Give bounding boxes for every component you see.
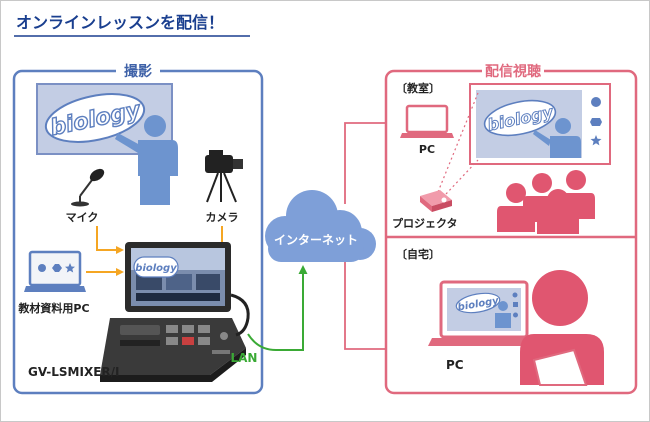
camera-icon <box>205 150 243 203</box>
viewing-label: 配信視聴 <box>485 63 541 80</box>
home-biology-bubble <box>455 292 501 314</box>
projection-biology-bubble <box>483 99 557 137</box>
students-group <box>497 170 595 234</box>
lan-line <box>247 265 308 351</box>
home-label: 〔自宅〕 <box>396 247 440 261</box>
home-pc-label: PC <box>446 358 464 372</box>
page-title: オンラインレッスンを配信！ <box>16 13 224 32</box>
projector-label: プロジェクタ <box>392 216 458 230</box>
materials-pc-label: 教材資料用PC <box>17 301 89 315</box>
shooting-label: 撮影 <box>124 63 152 80</box>
device-label: GV-LSMIXER/I <box>28 365 119 379</box>
viewing-label-bg <box>482 62 544 80</box>
lan-label: LAN <box>231 351 258 365</box>
home-viewer-chair <box>532 348 588 386</box>
arrow-to-classroom <box>344 118 400 204</box>
classroom-laptop-icon <box>400 104 454 138</box>
internet-cloud <box>265 190 376 262</box>
materials-laptop-icon <box>24 250 86 292</box>
cloud-label: インターネット <box>274 233 358 247</box>
biology-bubble <box>44 93 146 143</box>
microphone-icon <box>71 168 105 207</box>
home-laptop-icon <box>428 280 540 346</box>
mic-arrow <box>96 226 124 254</box>
classroom-pc-label: PC <box>419 143 435 156</box>
shooting-label-bg <box>116 62 160 80</box>
projected-teacher-figure <box>533 118 581 158</box>
mic-label: マイク <box>66 211 99 224</box>
device-screen-text: biology <box>135 263 177 274</box>
camera-label: カメラ <box>206 211 239 224</box>
home-screen-teacher-figure <box>495 301 511 328</box>
device-biology-bubble <box>133 256 179 278</box>
projection-shapes <box>590 97 602 146</box>
projector-icon <box>420 190 452 212</box>
classroom-label: 〔教室〕 <box>396 81 440 95</box>
arrow-to-home <box>344 262 400 354</box>
home-screen-shapes <box>512 292 518 318</box>
teacher-figure <box>115 115 178 205</box>
